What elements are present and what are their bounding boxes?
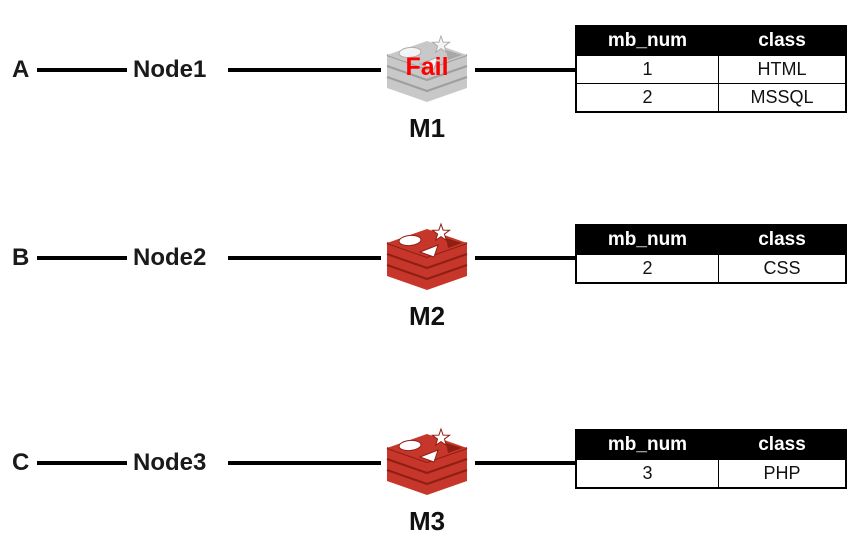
connector-line <box>475 461 575 465</box>
cell-class: HTML <box>718 55 847 84</box>
redis-database-icon <box>386 427 468 495</box>
membership-table-m3: mb_num class 3 PHP <box>575 429 847 489</box>
table-row: 2 MSSQL <box>575 83 847 113</box>
machine-label-m2: M2 <box>408 301 446 331</box>
header-class: class <box>718 25 847 56</box>
redis-database-icon <box>386 34 468 102</box>
connector-line <box>37 68 127 72</box>
table-row: 2 CSS <box>575 254 847 284</box>
table-row: 3 PHP <box>575 459 847 489</box>
connector-line <box>475 256 575 260</box>
node-label-node3: Node3 <box>133 449 207 476</box>
connector-line <box>475 68 575 72</box>
cell-mb-num: 3 <box>575 459 719 489</box>
machine-label-m1: M1 <box>408 113 446 143</box>
cell-class: MSSQL <box>718 83 847 113</box>
table-header-row: mb_num class <box>575 429 847 460</box>
header-class: class <box>718 429 847 460</box>
connector-line <box>228 256 381 260</box>
cell-class: PHP <box>718 459 847 489</box>
header-mb-num: mb_num <box>575 25 719 56</box>
connector-line <box>37 461 127 465</box>
connector-line <box>228 461 381 465</box>
machine-m3: M3 <box>381 426 473 536</box>
source-label-a: A <box>12 56 30 83</box>
fail-badge: Fail <box>405 53 449 81</box>
machine-label-m3: M3 <box>408 506 446 536</box>
table-header-row: mb_num class <box>575 224 847 255</box>
header-mb-num: mb_num <box>575 224 719 255</box>
table-header-row: mb_num class <box>575 25 847 56</box>
redis-database-icon <box>386 222 468 290</box>
cell-class: CSS <box>718 254 847 284</box>
membership-table-m1: mb_num class 1 HTML 2 MSSQL <box>575 25 847 113</box>
table-row: 1 HTML <box>575 55 847 84</box>
connector-line <box>37 256 127 260</box>
node-label-node2: Node2 <box>133 244 207 271</box>
machine-m2: M2 <box>381 221 473 331</box>
connector-line <box>228 68 381 72</box>
cell-mb-num: 2 <box>575 83 719 113</box>
header-class: class <box>718 224 847 255</box>
source-label-c: C <box>12 449 30 476</box>
membership-table-m2: mb_num class 2 CSS <box>575 224 847 284</box>
header-mb-num: mb_num <box>575 429 719 460</box>
source-label-b: B <box>12 244 30 271</box>
node-label-node1: Node1 <box>133 56 207 83</box>
cell-mb-num: 2 <box>575 254 719 284</box>
machine-m1: Fail M1 <box>381 33 473 143</box>
cell-mb-num: 1 <box>575 55 719 84</box>
